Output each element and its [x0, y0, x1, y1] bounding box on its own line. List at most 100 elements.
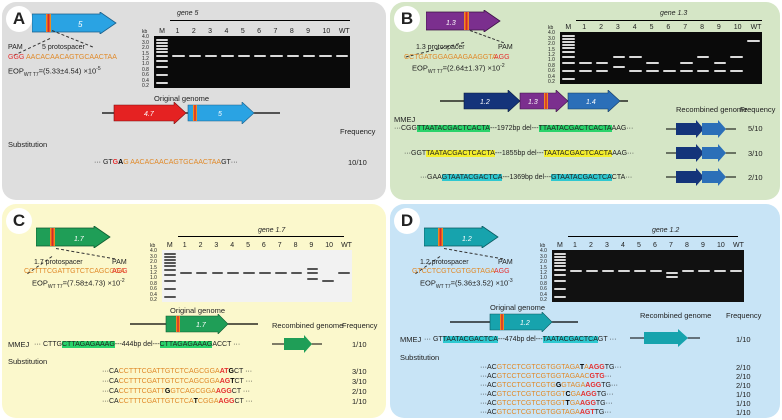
gel-band	[156, 48, 169, 50]
lane-label: 9	[306, 28, 311, 35]
gel-band	[650, 270, 662, 272]
kb-tick: 0.2	[150, 297, 157, 303]
gene-label: gene 1.7	[258, 227, 286, 234]
gel-band	[156, 45, 169, 47]
kb-tick: 4.0	[548, 30, 555, 37]
section-label: MMEJ	[8, 340, 30, 349]
gel-band	[696, 56, 710, 58]
gel-band	[663, 70, 676, 72]
gel-band	[156, 39, 169, 41]
kb-tick: 1.0	[548, 57, 555, 64]
kb-tick: 1.0	[150, 275, 157, 282]
frequency-value: 1/10	[736, 399, 751, 408]
frequency-value: 2/10	[736, 372, 751, 381]
gel-band	[554, 256, 566, 258]
frequency-value: 2/10	[748, 173, 763, 182]
substitution-row: ···ACGTCCTCGTCGTGGGTAGAAGGTG···	[480, 382, 618, 389]
frequency-value: 5/10	[748, 124, 763, 133]
lane-label: 7	[683, 24, 688, 31]
spacer-seq: CCTTTCGATTGTCTCAGCGGA	[24, 268, 125, 275]
gel-band	[164, 256, 176, 258]
section-label: Substitution	[8, 140, 48, 149]
gene-label: gene 1.3	[660, 10, 688, 17]
gel-band	[319, 55, 332, 57]
lane-label: 2	[198, 242, 203, 249]
gel-band	[646, 62, 659, 64]
kb-tick: 1.2	[548, 52, 555, 58]
gene-label: gene 5	[177, 10, 199, 17]
lane-label: 10	[325, 242, 334, 249]
substitution-row: ···CACCTTTCGATTGTCTCAGCGGAATGCT ···	[102, 368, 253, 375]
gel-band	[306, 268, 319, 270]
gel-band	[205, 55, 218, 57]
protospacer-label: 1.3 protospacer	[416, 44, 465, 51]
lane-label: 4	[224, 28, 229, 35]
lane-label: WT	[733, 242, 744, 249]
panel-d: D 1.2 1.2 protospacer PAM GTCCTCGTCGTGGT…	[390, 204, 780, 418]
gene-bracket	[178, 236, 344, 237]
gel-band	[156, 42, 169, 44]
substitution-row: ···ACGTCCTCGTCGTGGTAGAAGTTG···	[480, 409, 612, 416]
lane-label: 6	[666, 24, 671, 31]
lane-label: WT	[341, 242, 352, 249]
svg-text:4.7: 4.7	[144, 111, 155, 118]
gel-band	[306, 278, 319, 280]
gel-band	[730, 56, 744, 58]
gel-band	[713, 70, 727, 72]
gene-5-arrow: 5	[32, 12, 117, 34]
gel-band	[156, 82, 169, 84]
gel-band	[595, 70, 609, 72]
substitution-row: ···ACGTCCTCGTCGTGGTAGATAAGGTG···	[480, 364, 622, 371]
substitution-row: ···CACCTTTCGATTGGTCAGCGGAAGGCT ···	[102, 388, 250, 395]
gel-band	[227, 272, 240, 274]
svg-text:1.4: 1.4	[586, 99, 596, 106]
genome-label: Original genome	[170, 306, 226, 315]
gel-band	[274, 272, 287, 274]
gel-band	[562, 41, 575, 43]
gel-band	[164, 265, 176, 267]
gel-band	[562, 56, 575, 58]
gel-band	[303, 55, 316, 57]
gel-band	[554, 259, 566, 261]
panel-b: B 1.3 1.3 protospacer PAM CCTGATGGAGAAGA…	[390, 2, 780, 200]
lane-label: 3	[605, 242, 609, 249]
gene-bracket	[568, 236, 738, 237]
kb-tick: 1.2	[142, 56, 149, 62]
gel-band	[243, 272, 255, 274]
kb-tick: 3.0	[540, 253, 547, 260]
lane-label: 6	[653, 242, 657, 249]
substitution-seq: ··· GTGAG AACACAACAGTGCAACTAAGT···	[94, 159, 238, 166]
gel-band	[254, 55, 267, 57]
gene-bracket	[576, 20, 762, 21]
eop-value: EOPWT T7=(7.58±4.73) ×10-2	[32, 278, 125, 290]
gel-band	[612, 56, 626, 58]
lane-label: 5	[637, 242, 641, 249]
gel-band	[629, 70, 643, 72]
gel-band	[666, 272, 678, 274]
pam-label: PAM	[498, 44, 513, 51]
gel-band	[562, 62, 575, 64]
pam-seq: AGG	[494, 268, 510, 275]
lane-label: 7	[277, 242, 282, 249]
gel-band	[562, 38, 575, 40]
svg-text:1.7: 1.7	[74, 236, 85, 243]
substitution-row: ···CACCTTTCGATTGTCTCATCGGAAGGCT ···	[102, 398, 253, 405]
gel-band	[578, 70, 592, 72]
gel-band	[211, 272, 224, 274]
svg-text:1.2: 1.2	[520, 320, 530, 327]
kb-tick: 0.6	[142, 72, 149, 79]
lane-label: 10	[322, 28, 331, 35]
lane-label: WT	[750, 24, 762, 31]
panel-letter: A	[6, 6, 32, 32]
frequency-value: 3/10	[352, 377, 367, 386]
kb-tick: 0.8	[540, 280, 547, 287]
gel-band	[578, 62, 592, 64]
gel-band	[286, 55, 299, 57]
protospacer-lead-line	[469, 30, 504, 44]
lane-label: 8	[289, 28, 294, 35]
frequency-value: 2/10	[736, 363, 751, 372]
gel-band	[562, 35, 575, 37]
gel-band	[156, 55, 169, 57]
kb-tick: 0.8	[150, 280, 157, 287]
kb-tick: 1.5	[540, 264, 547, 271]
